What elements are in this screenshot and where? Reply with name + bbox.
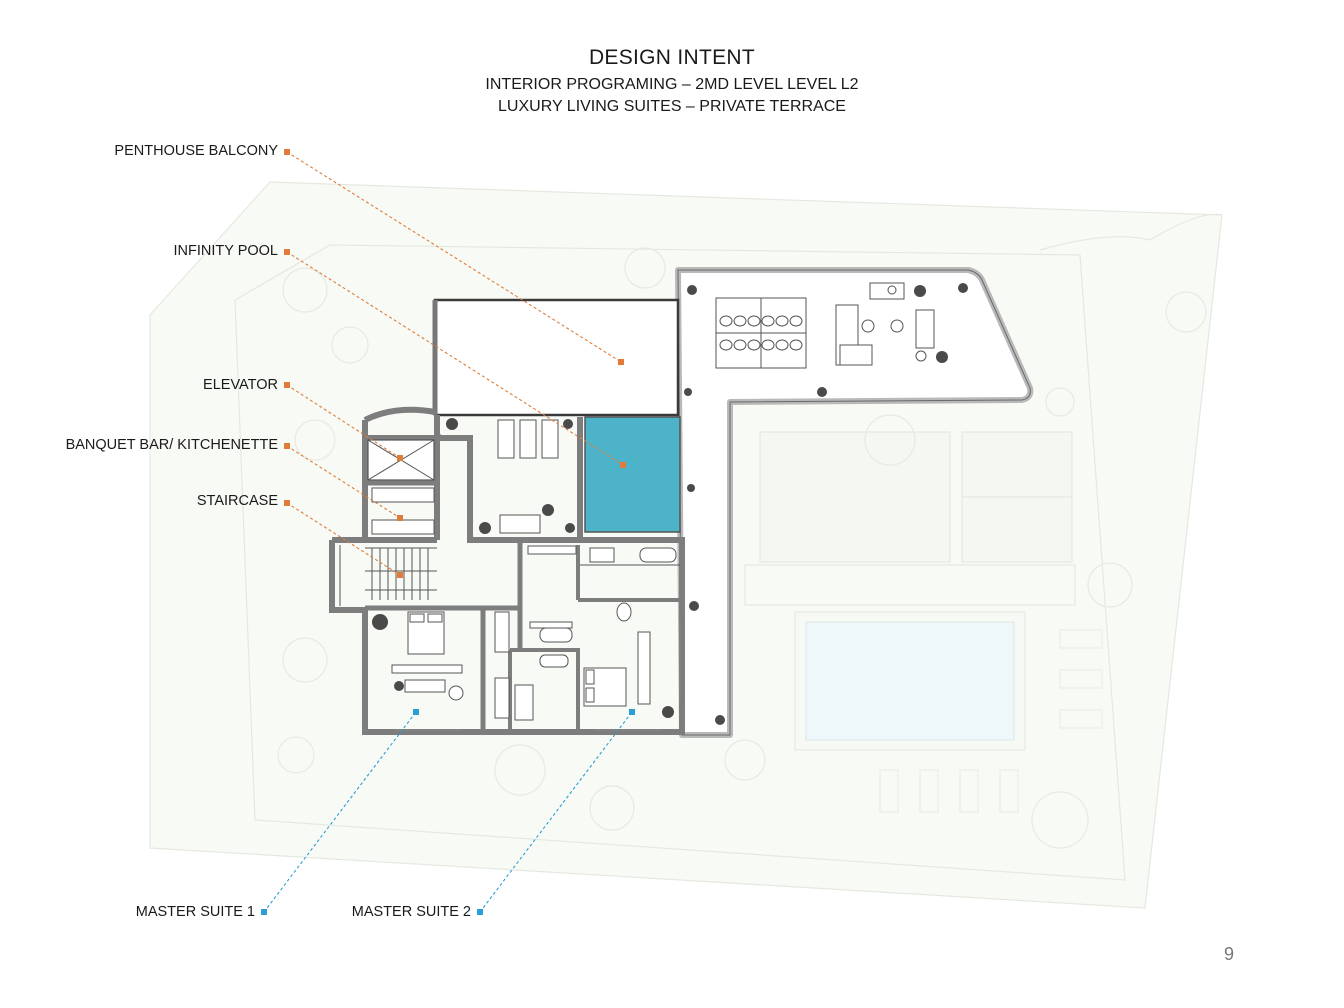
leader-master-suite-2 — [479, 711, 633, 913]
leader-elevator — [286, 384, 401, 459]
label-staircase: STAIRCASE — [196, 493, 278, 509]
page-subtitle-1: INTERIOR PROGRAMING – 2MD LEVEL LEVEL L2 — [485, 76, 859, 93]
label-master-suite-2: MASTER SUITE 2 — [351, 904, 471, 920]
label-elevator: ELEVATOR — [203, 377, 278, 393]
leader-banquet-bar — [286, 445, 401, 519]
page-number: 9 — [1224, 944, 1235, 964]
page-subtitle-2: LUXURY LIVING SUITES – PRIVATE TERRACE — [498, 98, 846, 115]
building-walls — [329, 298, 685, 735]
label-master-suite-1: MASTER SUITE 1 — [135, 904, 255, 920]
callout-markers — [261, 149, 635, 915]
label-penthouse-balcony: PENTHOUSE BALCONY — [114, 143, 278, 159]
private-terrace — [675, 267, 1034, 738]
label-infinity-pool: INFINITY POOL — [173, 243, 278, 259]
leader-master-suite-1 — [263, 711, 417, 913]
label-banquet-bar: BANQUET BAR/ KITCHENETTE — [65, 437, 278, 453]
page-title: DESIGN INTENT — [588, 46, 756, 69]
leader-staircase — [286, 502, 401, 576]
leader-infinity-pool — [286, 251, 624, 466]
callout-leaders — [263, 151, 633, 913]
